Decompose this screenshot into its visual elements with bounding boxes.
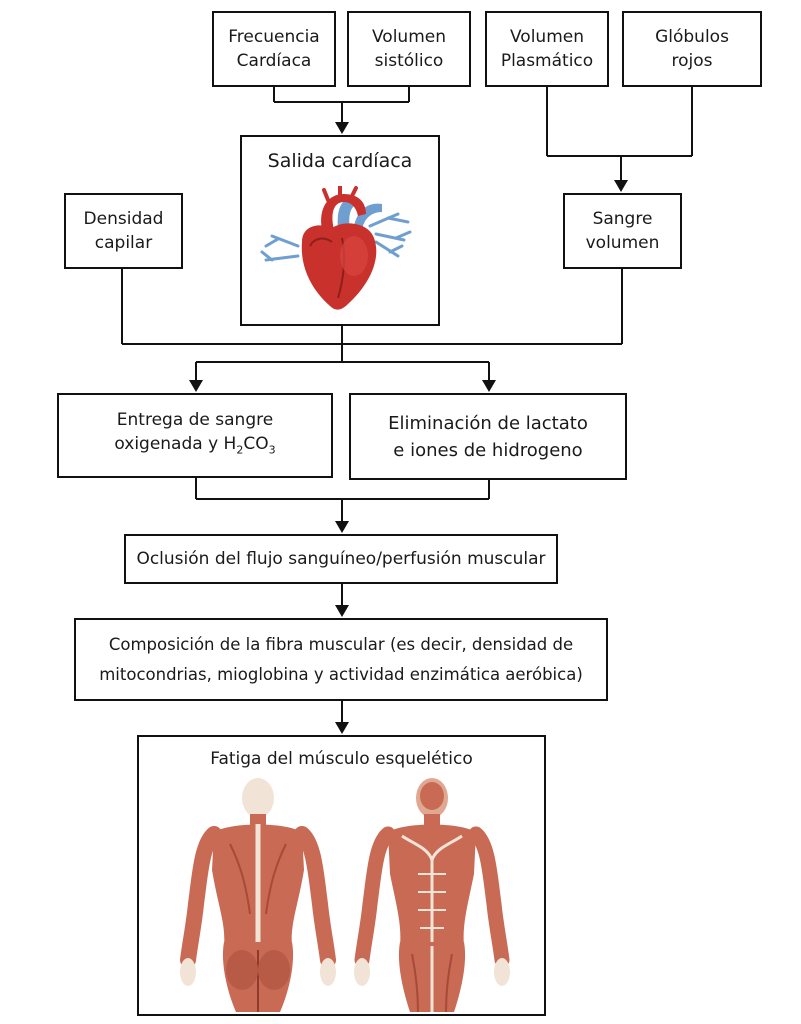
capillary-density-label: Densidad capilar bbox=[83, 209, 164, 253]
arrowheads bbox=[189, 122, 628, 734]
heart-illustration bbox=[260, 186, 412, 310]
muscle-figure-front bbox=[354, 778, 510, 1012]
stroke-volume-label: Volumen sistólico bbox=[371, 27, 446, 71]
delivery-line-1: Entrega de sangre bbox=[116, 410, 274, 431]
capillary-density-box: Densidad capilar bbox=[64, 193, 183, 269]
fatigue-label: Fatiga del músculo esquelético bbox=[210, 749, 473, 769]
delivery-line-2: oxigenada y H2CO3 bbox=[114, 434, 276, 457]
fiber-composition-box: Composición de la fibra muscular (es dec… bbox=[74, 618, 608, 701]
blood-volume-box: Sangre volumen bbox=[563, 193, 682, 269]
occlusion-box: Oclusión del flujo sanguíneo/perfusión m… bbox=[124, 534, 558, 584]
stroke-volume-box: Volumen sistólico bbox=[347, 11, 471, 87]
blood-volume-label: Sangre volumen bbox=[585, 209, 660, 253]
red-cells-label: Glóbulos rojos bbox=[655, 27, 729, 71]
occlusion-label: Oclusión del flujo sanguíneo/perfusión m… bbox=[136, 549, 546, 569]
oxygenated-blood-delivery-box: Entrega de sangre oxigenada y H2CO3 bbox=[57, 393, 333, 478]
red-cells-box: Glóbulos rojos bbox=[622, 11, 762, 87]
fiber-composition-label: Composición de la fibra muscular (es dec… bbox=[99, 634, 583, 684]
lactate-removal-label: Eliminación de lactato e iones de hidrog… bbox=[388, 412, 588, 461]
lactate-removal-box: Eliminación de lactato e iones de hidrog… bbox=[349, 393, 627, 480]
plasma-volume-label: Volumen Plasmático bbox=[500, 27, 594, 71]
heart-rate-label: Frecuencia Cardíaca bbox=[228, 27, 320, 71]
heart-rate-box: Frecuencia Cardíaca bbox=[212, 11, 336, 87]
muscle-figure-back bbox=[180, 778, 336, 1012]
plasma-volume-box: Volumen Plasmático bbox=[485, 11, 609, 87]
cardiac-output-label: Salida cardíaca bbox=[267, 150, 413, 172]
